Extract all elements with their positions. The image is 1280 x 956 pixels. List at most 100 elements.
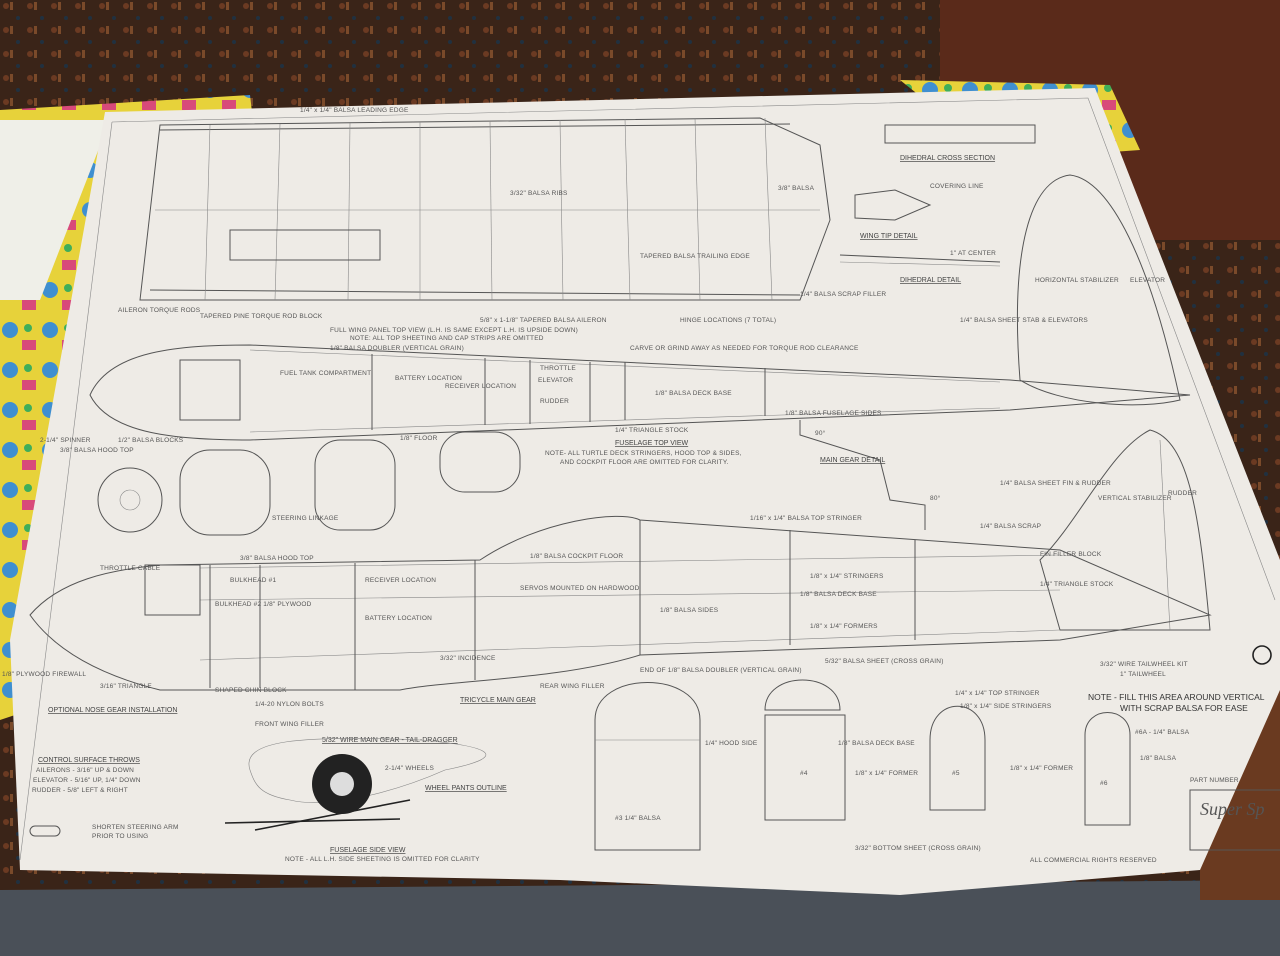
wheel-pants-label: WHEEL PANTS OUTLINE	[425, 785, 507, 792]
wheel-pants-drawing: 2-1/4" WHEELS WHEEL PANTS OUTLINE FUSELA…	[224, 738, 507, 863]
fin-sheet-label: 1/4" BALSA SHEET FIN & RUDDER	[1000, 480, 1111, 487]
former-side-stringers-label: 1/8" x 1/4" SIDE STRINGERS	[960, 703, 1052, 710]
bottom-sheet-label: 3/32" BOTTOM SHEET (CROSS GRAIN)	[855, 845, 981, 852]
wing-aileron-label: 5/8" x 1-1/8" TAPERED BALSA AILERON	[480, 317, 607, 324]
former-4-deck-label: 1/8" BALSA DECK BASE	[838, 740, 915, 747]
gear-angle-2: 80°	[930, 494, 941, 502]
chin-block-label: SHAPED CHIN BLOCK	[215, 687, 287, 694]
bolts-label: 1/4-20 NYLON BOLTS	[255, 701, 324, 708]
scrap-filler-label: 1/4" BALSA SCRAP FILLER	[800, 291, 886, 298]
former-5-label: #5	[952, 770, 960, 777]
tailwheel-wire-label: 3/32" WIRE TAILWHEEL KIT	[1100, 661, 1188, 668]
side-stringers-label: 1/8" x 1/4" STRINGERS	[810, 573, 884, 580]
rudder-label: RUDDER	[1168, 490, 1197, 497]
steering-label: STEERING LINKAGE	[272, 515, 339, 522]
blocks-label: 1/2" BALSA BLOCKS	[118, 437, 184, 444]
throttle-label: THROTTLE	[540, 365, 576, 372]
plan-title: Super Sp	[1200, 799, 1265, 819]
incidence-label: 3/32" INCIDENCE	[440, 655, 496, 662]
dihedral-center-label: 1" AT CENTER	[950, 250, 996, 257]
doubler-label: 1/8" BALSA DOUBLER (VERTICAL GRAIN)	[330, 345, 464, 352]
rudder-servo-label: RUDDER	[540, 398, 569, 405]
servos-label: SERVOS MOUNTED ON HARDWOOD	[520, 585, 640, 592]
former-14-label-2: 1/8" x 1/4" FORMER	[1010, 765, 1073, 772]
throws-elevator: ELEVATOR - 5/16" UP, 1/4" DOWN	[33, 777, 141, 784]
fuselage-sides-label: 1/8" BALSA FUSELAGE SIDES	[785, 410, 882, 417]
firewall-label: 1/8" PLYWOOD FIREWALL	[2, 671, 86, 678]
battery-label: BATTERY LOCATION	[395, 375, 462, 382]
trailing-edge-label: TAPERED BALSA TRAILING EDGE	[640, 253, 750, 260]
gear-angle-1: 90°	[815, 429, 826, 437]
covering-line-label: COVERING LINE	[930, 183, 984, 190]
tricycle-gear-label: TRICYCLE MAIN GEAR	[460, 697, 536, 704]
wheels-label: 2-1/4" WHEELS	[385, 765, 434, 772]
receiver-label: RECEIVER LOCATION	[445, 383, 516, 390]
tailwheel-label: 1" TAILWHEEL	[1120, 671, 1166, 678]
ribs-label: 3/32" BALSA RIBS	[510, 190, 568, 197]
side-sides-label: 1/8" BALSA SIDES	[660, 607, 719, 614]
main-gear-detail: 90° 80° MAIN GEAR DETAIL	[799, 420, 941, 530]
stab-sheet-label: 1/4" BALSA SHEET STAB & ELEVATORS	[960, 317, 1088, 324]
fuel-tank-label: FUEL TANK COMPARTMENT	[280, 370, 371, 377]
deck-base-label: 1/8" BALSA DECK BASE	[655, 390, 732, 397]
wing-tip-detail-title: WING TIP DETAIL	[860, 233, 918, 240]
former-top-stringer-label: 1/4" x 1/4" TOP STRINGER	[955, 690, 1040, 697]
main-gear-title: MAIN GEAR DETAIL	[820, 457, 885, 464]
top-stringer-label: 1/16" x 1/4" BALSA TOP STRINGER	[750, 515, 862, 522]
side-view-title: FUSELAGE SIDE VIEW	[330, 847, 406, 854]
cockpit-floor-label: 1/8" BALSA COCKPIT FLOOR	[530, 553, 623, 560]
bulkhead-2-label: BULKHEAD #2 1/8" PLYWOOD	[215, 601, 312, 608]
throws-rudder: RUDDER - 5/8" LEFT & RIGHT	[32, 787, 128, 794]
control-surface-throws: CONTROL SURFACE THROWS AILERONS - 3/16" …	[29, 757, 179, 840]
former-balsa-label: 1/8" BALSA	[1140, 755, 1177, 762]
rights-label: ALL COMMERCIAL RIGHTS RESERVED	[1030, 857, 1157, 864]
fuselage-side-view: 1/16" x 1/4" BALSA TOP STRINGER 1/8" BAL…	[2, 515, 1212, 744]
former-cross-sections: #3 1/4" BALSA 1/4" HOOD SIDE #4 1/8" BAL…	[594, 679, 1265, 852]
hood-side-label: 1/4" HOOD SIDE	[705, 740, 758, 747]
hinge-label: HINGE LOCATIONS (7 TOTAL)	[680, 317, 776, 324]
nose-gear-label: OPTIONAL NOSE GEAR INSTALLATION	[48, 707, 177, 714]
former-14-label: 1/8" x 1/4" FORMER	[855, 770, 918, 777]
side-sheet-label: 5/32" BALSA SHEET (CROSS GRAIN)	[825, 658, 944, 665]
top-hood-label: 3/8" BALSA HOOD TOP	[60, 447, 134, 454]
dihedral-section-title: DIHEDRAL CROSS SECTION	[900, 155, 995, 162]
wing-panel-drawing: 5/8" x 1-1/8" TAPERED BALSA AILERON FULL…	[118, 107, 886, 342]
steering-arm-icon	[29, 825, 61, 837]
wing-tip-detail: WING TIP DETAIL COVERING LINE 1" AT CENT…	[839, 124, 1036, 284]
wing-panel-title: FULL WING PANEL TOP VIEW (L.H. IS SAME E…	[330, 327, 578, 334]
fin-triangle-label: 1/4" TRIANGLE STOCK	[1040, 581, 1114, 588]
spinner-label: 2-1/4" SPINNER	[40, 437, 91, 444]
horizontal-stabilizer-drawing: HORIZONTAL STABILIZER ELEVATOR 1/4" BALS…	[960, 174, 1181, 406]
top-view-note-1: NOTE- ALL TURTLE DECK STRINGERS, HOOD TO…	[545, 450, 742, 457]
former-3-label: #3 1/4" BALSA	[615, 815, 661, 822]
fill-note-1: NOTE - FILL THIS AREA AROUND VERTICAL	[1088, 692, 1265, 702]
carve-label: CARVE OR GRIND AWAY AS NEEDED FOR TORQUE…	[630, 345, 859, 352]
former-4-label: #4	[800, 770, 808, 777]
elevator-label: ELEVATOR	[1130, 277, 1165, 284]
side-deck-base-label: 1/8" BALSA DECK BASE	[800, 591, 877, 598]
top-view-title: FUSELAGE TOP VIEW	[615, 440, 689, 447]
bulkhead-1-label: BULKHEAD #1	[230, 577, 276, 584]
rear-filler-label: REAR WING FILLER	[540, 683, 605, 690]
tip-label: 3/8" BALSA	[778, 185, 815, 192]
side-triangle-label: 3/16" TRIANGLE	[100, 683, 152, 690]
fin-scrap-label: 1/4" BALSA SCRAP	[980, 523, 1041, 530]
former-6a-label: #6A - 1/4" BALSA	[1135, 729, 1190, 736]
floor-label: 1/8" FLOOR	[400, 435, 438, 442]
steering-note-1: SHORTEN STEERING ARM	[92, 824, 179, 831]
doubler-end-label: END OF 1/8" BALSA DOUBLER (VERTICAL GRAI…	[640, 667, 802, 674]
plan-sheet	[10, 88, 1280, 895]
stab-label: HORIZONTAL STABILIZER	[1035, 277, 1119, 284]
elevator-servo-label: ELEVATOR	[538, 377, 573, 384]
fuselage-top-view: FUEL TANK COMPARTMENT BATTERY LOCATION R…	[40, 344, 1191, 466]
former-6-label: #6	[1100, 780, 1108, 787]
main-gear-wire-label: 5/32" WIRE MAIN GEAR - TAIL-DRAGGER	[322, 737, 458, 744]
steering-note-2: PRIOR TO USING	[92, 833, 148, 840]
front-filler-label: FRONT WING FILLER	[255, 721, 324, 728]
part-number-label: PART NUMBER	[1190, 777, 1239, 784]
fill-note-2: WITH SCRAP BALSA FOR EASE	[1120, 703, 1248, 713]
top-triangle-label: 1/4" TRIANGLE STOCK	[615, 427, 689, 434]
side-hood-top-label: 3/8" BALSA HOOD TOP	[240, 555, 314, 562]
torque-rod-label: AILERON TORQUE RODS	[118, 307, 201, 314]
